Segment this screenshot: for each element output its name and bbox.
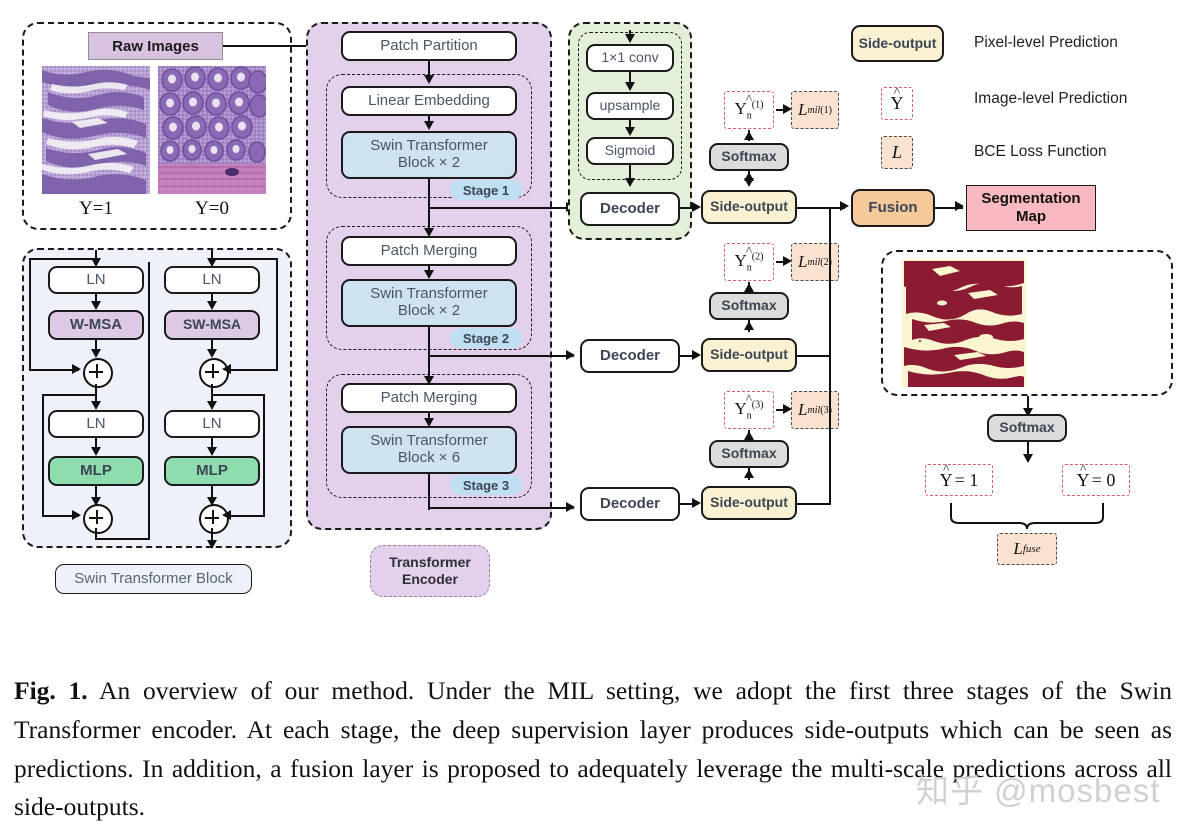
stage-1-op: Linear Embedding bbox=[341, 86, 517, 116]
swin-left-mlp: MLP bbox=[48, 456, 144, 486]
legend-symbol-yhat: ^ Y bbox=[890, 84, 904, 113]
final-pred-pos-box bbox=[925, 464, 993, 496]
side-output-2: Side-output bbox=[701, 338, 797, 372]
loss-box-1 bbox=[791, 91, 839, 129]
final-loss-box bbox=[997, 533, 1057, 565]
swin-left-attention: W-MSA bbox=[48, 310, 144, 340]
raw-images-title: Raw Images bbox=[88, 32, 223, 60]
raw-image-label-negative: Y=0 bbox=[195, 198, 229, 219]
swin-right-attention: SW-MSA bbox=[164, 310, 260, 340]
decoder-conv: 1×1 conv bbox=[586, 44, 674, 72]
final-softmax: Softmax bbox=[987, 414, 1067, 442]
decoder-sigmoid: Sigmoid bbox=[586, 137, 674, 165]
figure-caption: Fig. 1. An overview of our method. Under… bbox=[14, 672, 1172, 827]
swin-right-ln1: LN bbox=[164, 266, 260, 294]
swin-right-mlp: MLP bbox=[164, 456, 260, 486]
legend-text-bce: BCE Loss Function bbox=[974, 143, 1107, 160]
swin-left-residual-add-2 bbox=[83, 504, 113, 534]
raw-image-label-positive: Y=1 bbox=[79, 198, 113, 219]
legend-swatch-image-pred bbox=[881, 87, 913, 120]
pred-label-3: ^ Yn(3) bbox=[734, 390, 764, 422]
swin-right-ln2: LN bbox=[164, 410, 260, 438]
pred-label-2: ^ Yn(2) bbox=[734, 242, 764, 274]
legend-text-image-level: Image-level Prediction bbox=[974, 90, 1128, 107]
legend-swatch-bce-loss bbox=[881, 136, 913, 169]
final-pred-neg: ^ Y = 0 bbox=[1076, 460, 1116, 490]
legend-symbol-loss: L bbox=[891, 142, 902, 162]
swin-left-residual-add-1 bbox=[83, 358, 113, 388]
softmax-1: Softmax bbox=[709, 143, 789, 171]
pred-box-1 bbox=[724, 91, 774, 129]
swin-left-in-head bbox=[90, 258, 101, 267]
stage-1-badge: Stage 1 bbox=[450, 180, 522, 200]
figure-diagram: Raw Images Y=1 bbox=[22, 22, 1173, 597]
bus-side1-to-fusion bbox=[797, 206, 845, 209]
side-output-1: Side-output bbox=[701, 190, 797, 224]
final-pred-neg-box bbox=[1062, 464, 1130, 496]
histology-image-positive bbox=[42, 66, 150, 194]
pred-box-3 bbox=[724, 391, 774, 429]
caption-text: An overview of our method. Under the MIL… bbox=[14, 676, 1172, 822]
swin-left-in bbox=[94, 250, 98, 262]
segmentation-map: Segmentation Map bbox=[966, 185, 1096, 231]
brace-connector bbox=[950, 503, 1104, 530]
swin-left-ln2: LN bbox=[48, 410, 144, 438]
side-output-3: Side-output bbox=[701, 486, 797, 520]
stage-3-block: Swin Transformer Block × 6 bbox=[341, 426, 517, 474]
pred-label-1: ^ Yn(1) bbox=[734, 90, 764, 122]
stage-2-op: Patch Merging bbox=[341, 236, 517, 266]
fused-mask-panel bbox=[881, 250, 1173, 396]
swin-left-ln1: LN bbox=[48, 266, 144, 294]
final-pred-pos: ^ Y = 1 bbox=[939, 460, 979, 490]
stage-3-op: Patch Merging bbox=[341, 383, 517, 413]
stage-2-block: Swin Transformer Block × 2 bbox=[341, 279, 517, 327]
tap-stage2-to-decoder bbox=[427, 355, 574, 358]
histology-image-negative bbox=[158, 66, 266, 194]
decoder-3: Decoder bbox=[580, 487, 680, 521]
raw-images-panel bbox=[22, 22, 292, 230]
segmentation-mask-positive bbox=[902, 259, 1026, 387]
pred-box-2 bbox=[724, 243, 774, 281]
tap-stage1-to-decoder bbox=[427, 207, 574, 210]
caption-prefix: Fig. 1. bbox=[14, 676, 88, 705]
swin-block-caption: Swin Transformer Block bbox=[55, 564, 252, 594]
stage-3-badge: Stage 3 bbox=[450, 475, 522, 495]
legend-swatch-side-output: Side-output bbox=[851, 25, 944, 62]
decoder-upsample: upsample bbox=[586, 92, 674, 120]
decoder-2: Decoder bbox=[580, 339, 680, 373]
swin-block-detail-panel bbox=[22, 248, 292, 548]
stage-1-block: Swin Transformer Block × 2 bbox=[341, 131, 517, 179]
encoder-caption: Transformer Encoder bbox=[370, 545, 490, 597]
arrow-rawimages-to-patchpartition bbox=[223, 45, 341, 48]
fusion-block: Fusion bbox=[851, 189, 935, 227]
fusion-bus-vertical bbox=[829, 206, 832, 505]
softmax-2: Softmax bbox=[709, 292, 789, 320]
tap-stage3-to-decoder bbox=[427, 507, 574, 510]
decoder-1: Decoder bbox=[580, 192, 680, 226]
legend-text-pixel-level: Pixel-level Prediction bbox=[974, 34, 1118, 51]
stage-2-badge: Stage 2 bbox=[450, 328, 522, 348]
patch-partition: Patch Partition bbox=[341, 31, 517, 61]
softmax-3: Softmax bbox=[709, 440, 789, 468]
